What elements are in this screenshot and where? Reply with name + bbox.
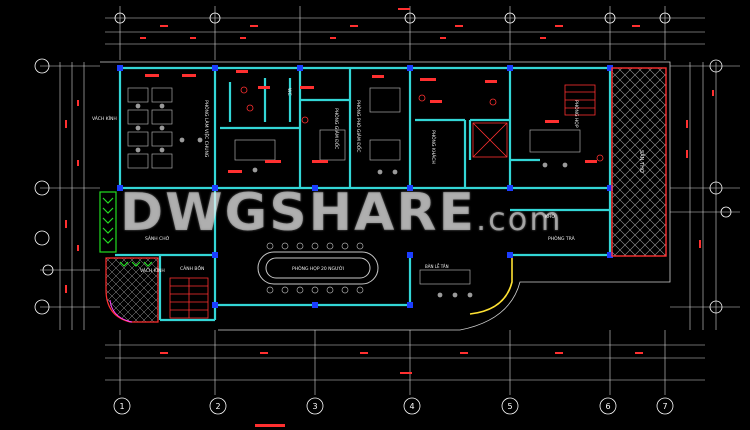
columns [117,65,613,308]
label-ban-le-tan: BÀN LỄ TÂN [425,264,449,269]
red-circle-markers [240,86,604,162]
grid-bubble-1: 1 [119,402,124,411]
left-dimension-ticks [65,100,79,293]
grid-bubble-2: 2 [215,402,220,411]
conference-table-20 [257,251,379,285]
planters [99,191,153,267]
bottom-dimension-lines [105,330,705,395]
label-vach-kinh-top: VÁCH KÍNH [92,115,117,122]
top-dimension-lines [105,6,705,60]
top-grid-bubbles [114,12,671,24]
right-dimension-ticks [686,90,714,248]
grid-bubble-7: 7 [662,402,667,411]
label-wc: WC [286,88,292,96]
slab-outline [100,61,671,331]
stair [169,277,209,319]
conference-chairs [266,242,364,294]
bottom-title-marker [255,424,285,427]
label-phong-tra: PHÒNG TRÀ [548,235,576,242]
grid-bubble-4: 4 [409,402,414,411]
label-hop20: PHÒNG HỌP 20 NGƯỜI [292,265,344,272]
office-chairs [135,103,568,298]
label-sanh: SẢNH CHỜ [145,234,170,242]
right-dimension-lines [670,62,740,330]
bottom-grid-bubbles [113,397,674,415]
label-vach-kinh-bot: VÁCH KÍNH [140,267,165,274]
label-pho-giam-doc: PHÒNG PHÓ GIÁM ĐỐC [355,100,363,152]
left-dimension-lines [40,62,100,330]
elevator-core [472,84,596,158]
label-hop: PHÒNG HỌP [573,100,580,128]
bottom-dimension-ticks [160,352,643,374]
grid-bubble-5: 5 [507,402,512,411]
label-san-tho: SÂN THỞ [638,150,646,173]
hatched-void-right [611,67,667,257]
hatched-lobby-left [105,257,159,323]
label-canh-bon: CẢNH BỒN [180,263,204,272]
reception-curve [469,258,513,315]
left-grid-bubbles [34,58,54,315]
room-tag-markers [145,70,597,173]
top-dimension-ticks [140,8,640,39]
lobby-curve [109,299,133,323]
label-giam-doc: PHÒNG GIÁM ĐỐC [333,108,341,149]
office-desks [127,87,581,285]
label-lam-viec: PHÒNG LÀM VIỆC CHUNG [203,100,211,158]
right-grid-bubbles [709,59,732,314]
grid-bubble-6: 6 [605,402,610,411]
label-kho: KHO [545,214,555,220]
label-khach: PHÒNG KHÁCH [430,130,437,164]
grid-bubble-3: 3 [312,402,317,411]
